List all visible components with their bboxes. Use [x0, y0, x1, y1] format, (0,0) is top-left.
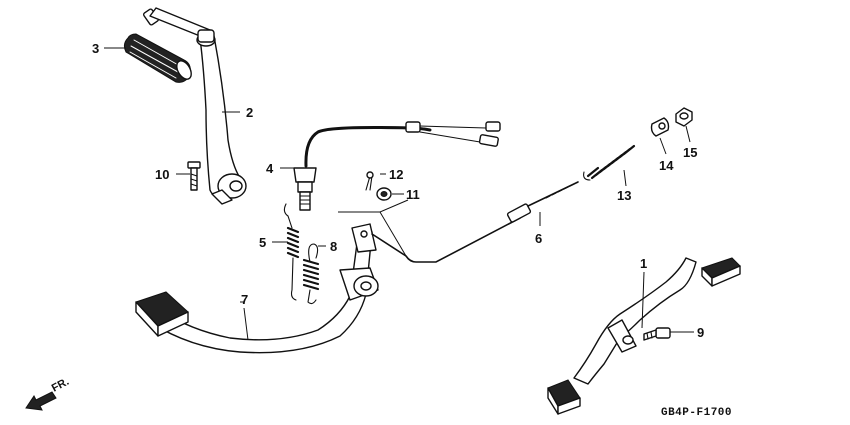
callout-5: 5 [259, 235, 266, 250]
front-direction-indicator: FR. [25, 376, 71, 411]
cotter-pin[interactable] [365, 171, 374, 191]
callout-1: 1 [640, 256, 647, 271]
callout-12: 12 [389, 167, 403, 182]
callout-labels: 3 2 10 4 5 7 8 12 11 6 13 14 15 1 9 [92, 41, 704, 340]
kick-stand[interactable] [547, 257, 741, 415]
bolt-10[interactable] [187, 161, 201, 191]
brake-switch-assembly[interactable] [293, 121, 501, 211]
drawing-code: GB4P-F1700 [661, 407, 732, 419]
callout-2: 2 [246, 105, 253, 120]
callout-7: 7 [241, 292, 248, 307]
stand-spring[interactable] [302, 243, 320, 305]
callout-14: 14 [659, 158, 674, 173]
callout-3: 3 [92, 41, 99, 56]
callout-9: 9 [697, 325, 704, 340]
kick-starter-grip[interactable] [123, 33, 194, 83]
kick-starter-arm[interactable] [142, 7, 247, 205]
rod-spring[interactable] [583, 144, 636, 181]
callout-6: 6 [535, 231, 542, 246]
callout-10: 10 [155, 167, 169, 182]
stand-pivot-bolt[interactable] [643, 327, 671, 341]
front-arrow-icon [25, 391, 57, 411]
front-label: FR. [50, 376, 71, 395]
brake-arm-joint[interactable] [650, 117, 670, 137]
adjusting-nut[interactable] [675, 107, 693, 127]
callout-8: 8 [330, 239, 337, 254]
brake-return-spring[interactable] [283, 203, 300, 301]
brake-rod[interactable] [371, 181, 579, 263]
brake-pedal[interactable] [135, 223, 379, 354]
callout-15: 15 [683, 145, 697, 160]
callout-13: 13 [617, 188, 631, 203]
callout-11: 11 [406, 187, 420, 202]
callout-4: 4 [266, 161, 274, 176]
callout-leaders [104, 47, 694, 341]
joint-nut[interactable] [376, 187, 392, 201]
